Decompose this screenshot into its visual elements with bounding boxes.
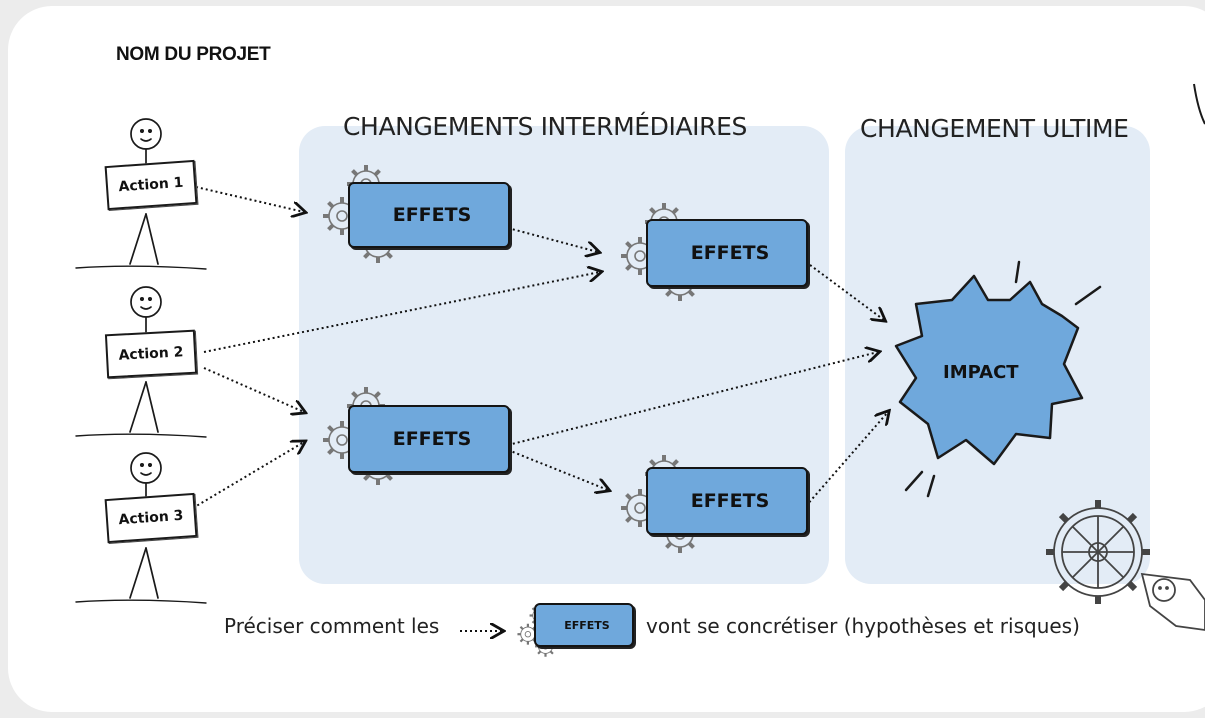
arrow-action3-to-effect3 (192, 442, 304, 509)
effect-box-3: EFFETS (348, 405, 510, 473)
impact-burst-icon (894, 274, 1084, 466)
arrow-action2-to-effect3 (203, 367, 304, 412)
effect-box-label: EFFETS (690, 242, 770, 264)
effect-box-label: EFFETS (392, 428, 472, 450)
legend-text-after: vont se concrétiser (hypothèses et risqu… (646, 614, 1080, 638)
effect-box-4: EFFETS (646, 467, 808, 535)
action-3-sign: Action 3 (104, 492, 198, 544)
intermediate-zone-title: CHANGEMENTS INTERMÉDIAIRES (343, 112, 747, 141)
arrow-action2-to-effect2 (203, 272, 600, 353)
legend-effect-box: EFFETS (534, 603, 634, 647)
effect-box-1: EFFETS (348, 182, 510, 248)
scribble-icon (1193, 83, 1205, 125)
legend-text-before: Préciser comment les (224, 614, 440, 638)
action-1-sign: Action 1 (104, 159, 198, 211)
arrow-effect3-to-effect4 (507, 449, 608, 490)
arrow-action1-to-effect1 (195, 186, 304, 212)
arrow-effect4-to-impact (805, 412, 888, 507)
effect-box-label: EFFETS (392, 204, 472, 226)
effect-box-2: EFFETS (646, 219, 808, 287)
project-title: NOM DU PROJET (116, 44, 271, 65)
legend-effect-label: EFFETS (564, 618, 610, 632)
impact-label: IMPACT (943, 362, 1019, 383)
ultimate-zone-title: CHANGEMENT ULTIME (860, 114, 1129, 143)
arrow-effect2-to-impact (805, 261, 884, 320)
gear-wheel-icon (1046, 500, 1205, 631)
action-2-sign: Action 2 (104, 329, 198, 379)
effect-box-label: EFFETS (690, 490, 770, 512)
impact-burst-lines (904, 260, 1102, 498)
arrow-effect1-to-effect2 (507, 227, 598, 252)
arrow-effect3-to-impact (507, 352, 878, 446)
